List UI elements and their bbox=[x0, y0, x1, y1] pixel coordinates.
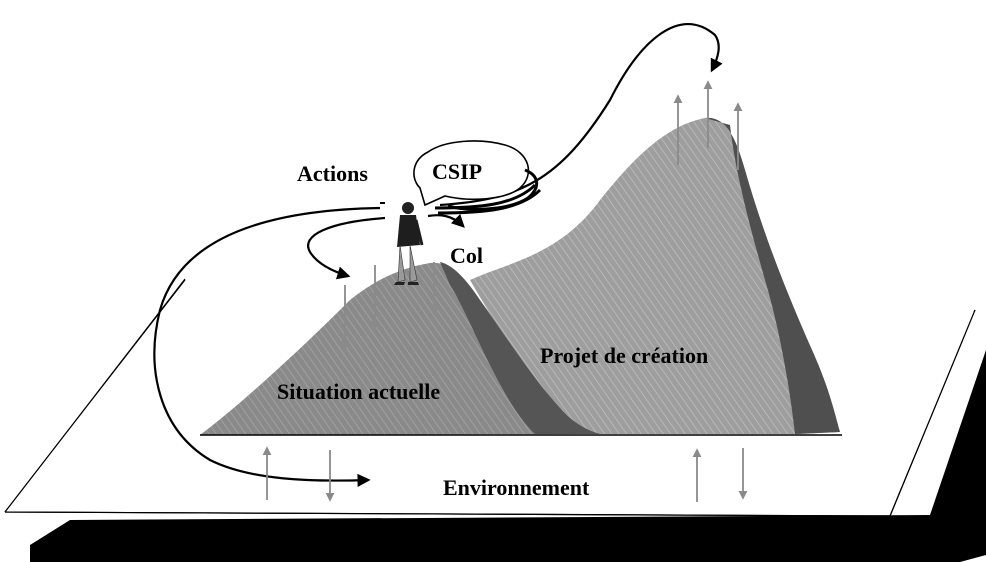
col-valley-shadow bbox=[440, 262, 600, 434]
interaction-arrows bbox=[262, 80, 748, 502]
creation-project-shadow-flank bbox=[705, 117, 840, 434]
col-label: Col bbox=[450, 243, 483, 268]
arrow-to-col bbox=[427, 213, 465, 228]
creation-project-label: Projet de création bbox=[540, 343, 708, 368]
current-situation-mountain bbox=[200, 262, 580, 435]
hiker-figure bbox=[394, 202, 424, 285]
ground-plane-shadow bbox=[30, 350, 986, 562]
csip-label: CSIP bbox=[432, 159, 482, 184]
actions-label: Actions bbox=[297, 161, 368, 186]
environment-label: Environnement bbox=[443, 475, 590, 500]
csip-speech-bubble bbox=[413, 140, 530, 207]
current-situation-label: Situation actuelle bbox=[277, 379, 440, 404]
actions-arrow-to-environment bbox=[153, 206, 381, 487]
arrow-to-current-situation bbox=[307, 216, 386, 280]
